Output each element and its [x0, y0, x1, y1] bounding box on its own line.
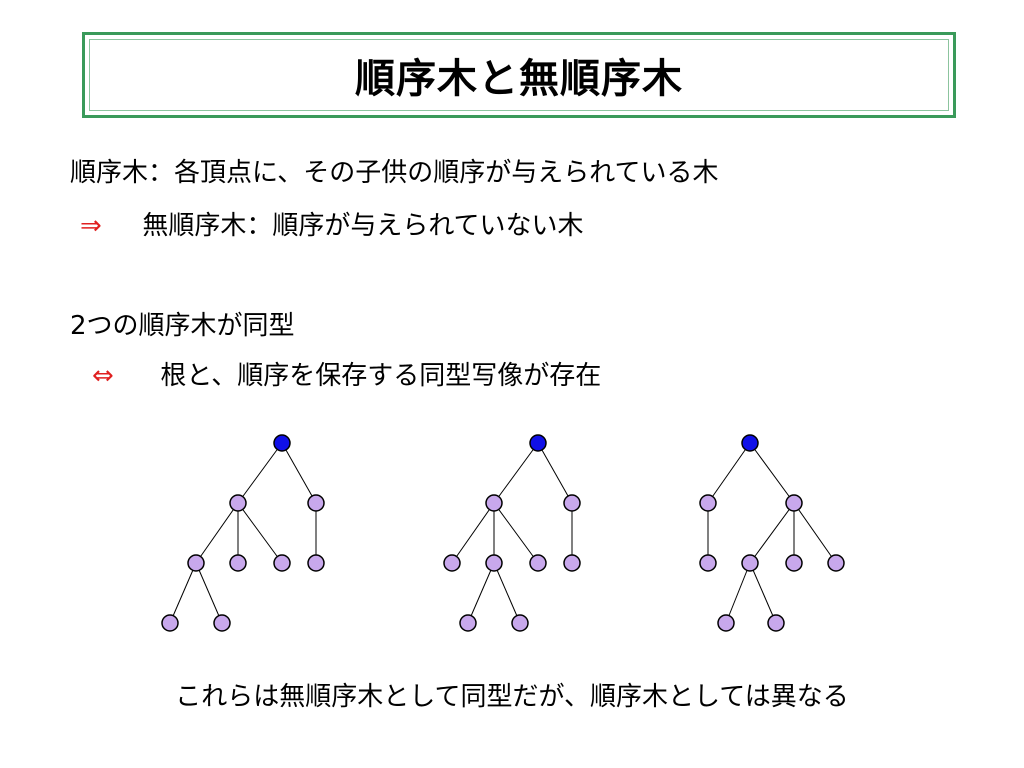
implies-arrow-icon: ⇒	[80, 211, 102, 241]
tree-node	[229, 554, 247, 572]
tree-2	[443, 434, 581, 632]
tree-node	[529, 554, 547, 572]
isomorphic-line: ⇔ 根と、順序を保存する同型写像が存在	[92, 355, 601, 392]
tree-edge	[237, 442, 283, 504]
tree-edge	[467, 562, 495, 624]
tree-node	[563, 494, 581, 512]
tree-node	[443, 554, 461, 572]
tree-node	[485, 494, 503, 512]
tree-edge	[451, 502, 495, 564]
tree-root-node	[273, 434, 291, 452]
unordered-tree-line: ⇒ 無順序木：順序が与えられていない木	[80, 205, 584, 242]
title-box: 順序木と無順序木	[82, 32, 956, 118]
ordered-tree-definition: 順序木：各頂点に、その子供の順序が与えられている木	[70, 158, 719, 188]
tree-node	[563, 554, 581, 572]
tree-edge	[793, 502, 837, 564]
tree-node	[187, 554, 205, 572]
tree-node	[213, 614, 231, 632]
tree-edge	[707, 442, 751, 504]
tree-edge	[195, 502, 239, 564]
tree-edge	[237, 502, 283, 564]
unordered-tree-definition: 無順序木：順序が与えられていない木	[142, 211, 584, 241]
tree-edge	[281, 442, 317, 504]
tree-edge	[749, 562, 777, 624]
tree-node	[827, 554, 845, 572]
iff-arrow-icon: ⇔	[92, 361, 114, 391]
caption: これらは無順序木として同型だが、順序木としては異なる	[175, 682, 849, 712]
tree-root-node	[529, 434, 547, 452]
tree-node	[459, 614, 477, 632]
isomorphic-definition: 根と、順序を保存する同型写像が存在	[160, 361, 602, 391]
tree-node	[785, 554, 803, 572]
title-inner-frame: 順序木と無順序木	[89, 39, 949, 111]
tree-node	[511, 614, 529, 632]
tree-edge	[493, 502, 539, 564]
tree-1	[161, 434, 325, 632]
tree-node	[273, 554, 291, 572]
tree-node	[161, 614, 179, 632]
tree-edge	[725, 562, 751, 624]
isomorphic-heading: 2つの順序木が同型	[70, 311, 295, 341]
tree-node	[741, 554, 759, 572]
tree-3	[699, 434, 845, 632]
tree-node	[307, 494, 325, 512]
tree-node	[785, 494, 803, 512]
tree-node	[307, 554, 325, 572]
tree-node	[699, 554, 717, 572]
tree-edge	[537, 442, 573, 504]
tree-node	[485, 554, 503, 572]
tree-edge	[749, 502, 795, 564]
tree-node	[699, 494, 717, 512]
tree-node	[767, 614, 785, 632]
tree-edge	[169, 562, 197, 624]
tree-root-node	[741, 434, 759, 452]
tree-node	[229, 494, 247, 512]
tree-edge	[493, 442, 539, 504]
tree-edge	[195, 562, 223, 624]
slide-title: 順序木と無順序木	[355, 56, 683, 102]
tree-edge	[493, 562, 521, 624]
tree-edge	[749, 442, 795, 504]
tree-node	[717, 614, 735, 632]
